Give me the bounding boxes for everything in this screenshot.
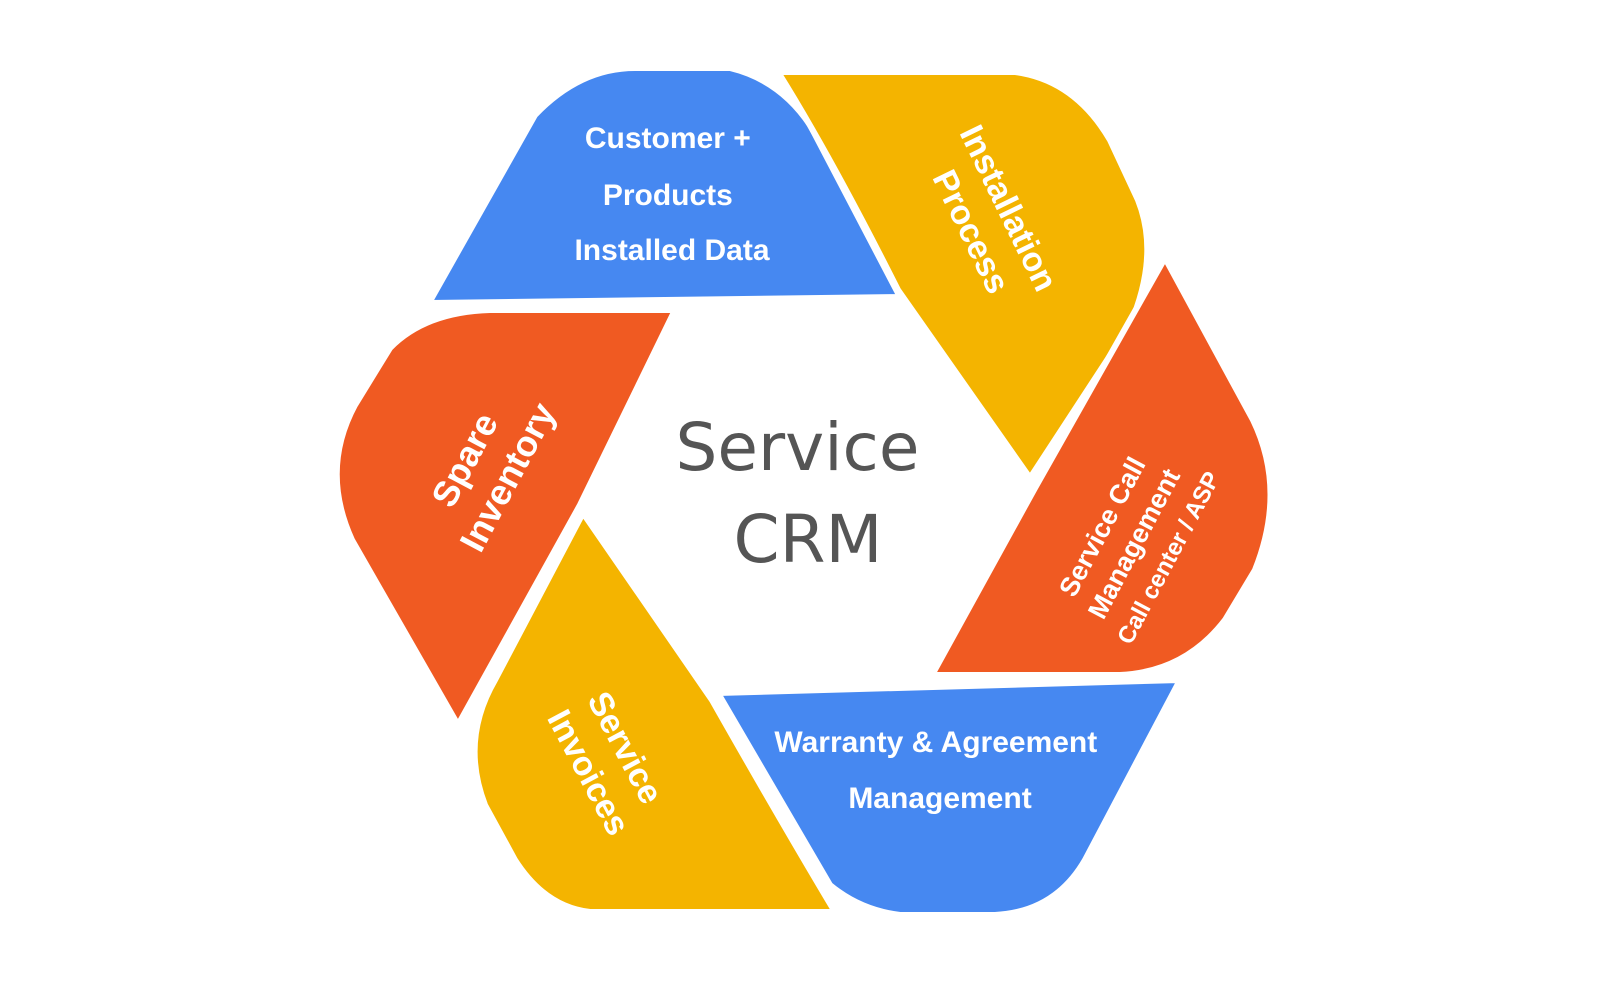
segment-spare-inventory-shape [333,307,678,728]
segment-customer-products: Customer + Products Installed Data [422,65,903,313]
svg-text:Warranty & Agreement M: Warranty & Agreement Management [774,726,1105,815]
segment-customer-products-line-3: Installed Data [574,234,769,267]
segment-installation-process: Installation Process [775,69,1151,481]
segment-warranty-agreement-line-2: Management [848,782,1031,815]
center-title-line-1: Service [676,409,920,486]
segment-service-call: Service Call Management Call center / AS… [929,255,1274,678]
segment-warranty-agreement-shape [715,677,1183,918]
segment-customer-products-line-1: Customer + [585,122,751,155]
segment-service-invoices-shape [471,510,838,915]
segment-spare-inventory: Spare Inventory [333,307,678,728]
svg-text:Service CRM: Service CRM [676,409,941,578]
segment-warranty-agreement-line-1: Warranty & Agreement [774,726,1097,759]
segment-warranty-agreement: Warranty & Agreement Management [715,677,1183,918]
svg-text:Customer + Products: Customer + Products Installed Data [574,122,769,267]
segment-service-call-shape [929,255,1274,678]
center-title-line-2: CRM [734,501,883,578]
center-title: Service CRM [676,409,941,578]
segment-customer-products-line-2: Products [603,179,733,212]
segment-installation-process-shape [775,69,1151,481]
segment-service-invoices: Service Invoices [471,510,838,915]
